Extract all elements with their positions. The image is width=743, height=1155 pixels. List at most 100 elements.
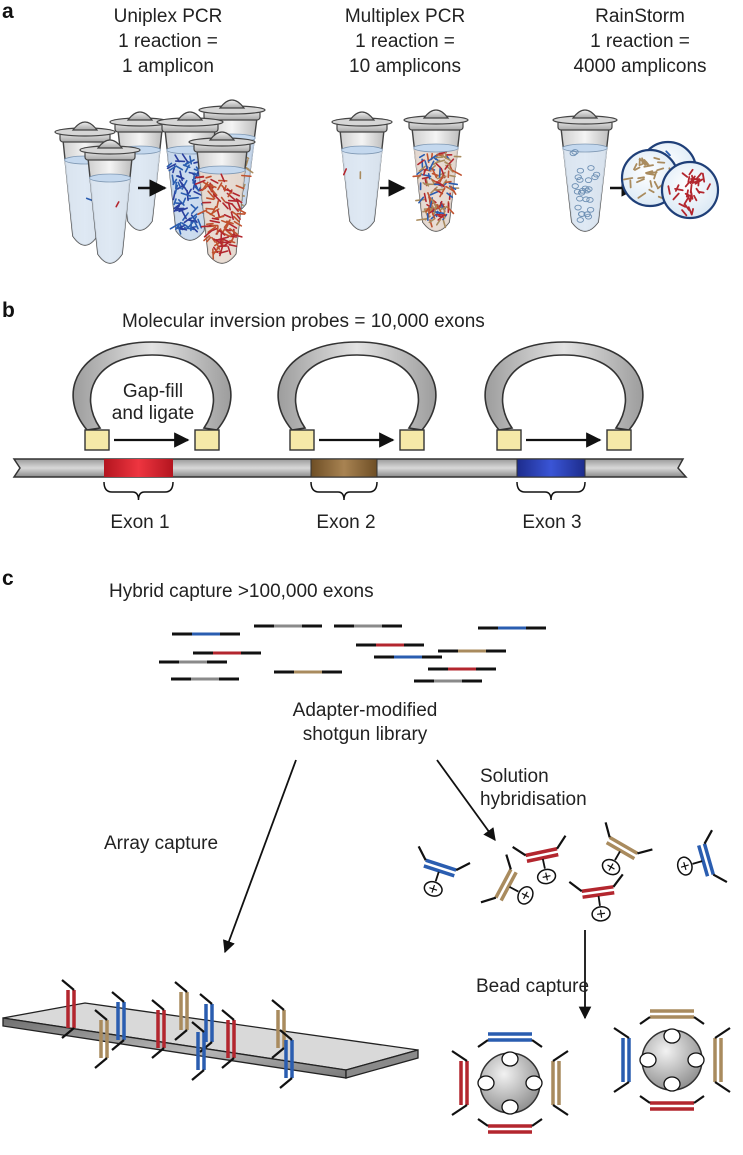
amplicon (687, 206, 693, 216)
adapter (531, 1039, 543, 1048)
emulsion-droplet (574, 174, 582, 181)
bead-capture-label: Bead capture (476, 976, 589, 997)
amplicon (233, 220, 243, 227)
amplicon (431, 172, 439, 177)
adapter (174, 1029, 188, 1041)
amplicon (232, 233, 243, 238)
amplicon (693, 194, 698, 202)
amplicon (183, 217, 191, 224)
amplicon (444, 161, 451, 166)
amplicon (435, 211, 445, 215)
amplicon (432, 159, 441, 166)
array-probe (271, 999, 286, 1059)
amplicon (435, 163, 441, 169)
amplicon (173, 198, 177, 206)
amplicon (228, 243, 238, 248)
amplicon (656, 167, 665, 172)
amplicon (174, 184, 179, 195)
adapter (451, 1104, 468, 1116)
amplicon (236, 199, 242, 210)
bead-hybrid (639, 1009, 705, 1025)
solution-hybrids (417, 822, 728, 922)
amplicon (645, 170, 654, 174)
amplicon (431, 167, 438, 179)
amplicon (189, 155, 193, 165)
exon-brace (516, 481, 586, 501)
amplicon (687, 176, 691, 184)
tube-cap-dome (218, 99, 246, 109)
adapter (568, 881, 583, 893)
tube-cap-dome (208, 131, 236, 141)
amplicon (422, 169, 427, 176)
amplicon (223, 213, 232, 219)
streptavidin-bead (613, 1009, 731, 1111)
biotin-tag (663, 1076, 681, 1092)
amplicon (223, 184, 227, 192)
amplicon (209, 208, 220, 216)
emulsion-droplet (578, 189, 586, 196)
multiplex-title: Multiplex PCR (345, 6, 465, 27)
amplicon (681, 209, 688, 217)
capture-beads (451, 1009, 731, 1134)
amplicon (216, 200, 220, 209)
amplicon (231, 210, 238, 216)
mip-title: Molecular inversion probes = 10,000 exon… (122, 311, 485, 332)
amplicon (438, 215, 445, 218)
amplicon (181, 210, 187, 220)
biotin-tag (663, 1028, 681, 1044)
adapter (94, 1009, 108, 1021)
amplicon (435, 218, 442, 226)
amplicon (115, 201, 120, 208)
amplicon (212, 246, 219, 254)
adapter (505, 854, 512, 870)
amplicon (220, 173, 226, 183)
biotin-tag (501, 1051, 519, 1067)
amplicon (197, 209, 208, 216)
adapter (451, 1050, 468, 1062)
amplicon (220, 196, 226, 203)
liquid-surface (341, 145, 383, 155)
tube-liquid (89, 178, 131, 263)
gapfill-line2: and ligate (112, 403, 194, 424)
amplicon (427, 173, 431, 180)
amplicon (203, 230, 213, 238)
amplicon (643, 164, 654, 168)
adapter (714, 1027, 731, 1039)
adapter (271, 1047, 285, 1059)
amplicon (177, 225, 182, 235)
amplicon (205, 175, 212, 179)
amplicon (223, 233, 232, 238)
target-strand (608, 835, 639, 855)
amplicon (412, 174, 422, 178)
tube-cap-dome (96, 139, 124, 149)
amplicon (207, 190, 216, 200)
amplicon (428, 160, 435, 171)
emulsion-droplet (576, 195, 584, 202)
amplicon (672, 192, 680, 201)
adapter (693, 1016, 705, 1025)
amplicon (695, 172, 703, 180)
amplicon (449, 174, 456, 178)
amplicon (184, 159, 195, 166)
array-probe (279, 1029, 294, 1089)
amplicon (173, 204, 181, 213)
amplicon (179, 170, 184, 182)
streptavidin-bead (451, 1032, 569, 1134)
amplicon (210, 178, 219, 184)
amplicon (213, 193, 222, 203)
amplicon (637, 192, 647, 199)
amplicon (182, 197, 187, 205)
amplicon (653, 180, 659, 189)
adapter (552, 1050, 569, 1062)
adapter (199, 1041, 213, 1053)
amplicon (190, 225, 198, 229)
tube-cap-dome (571, 109, 599, 119)
amplicon (166, 162, 173, 168)
amplicon (429, 205, 437, 210)
captured-hybrid (676, 829, 728, 884)
amplicon (216, 209, 220, 217)
amplicon (180, 192, 192, 197)
amplicon (192, 179, 197, 190)
rainstorm-label: RainStorm 1 reaction = 4000 amplicons (573, 6, 706, 77)
